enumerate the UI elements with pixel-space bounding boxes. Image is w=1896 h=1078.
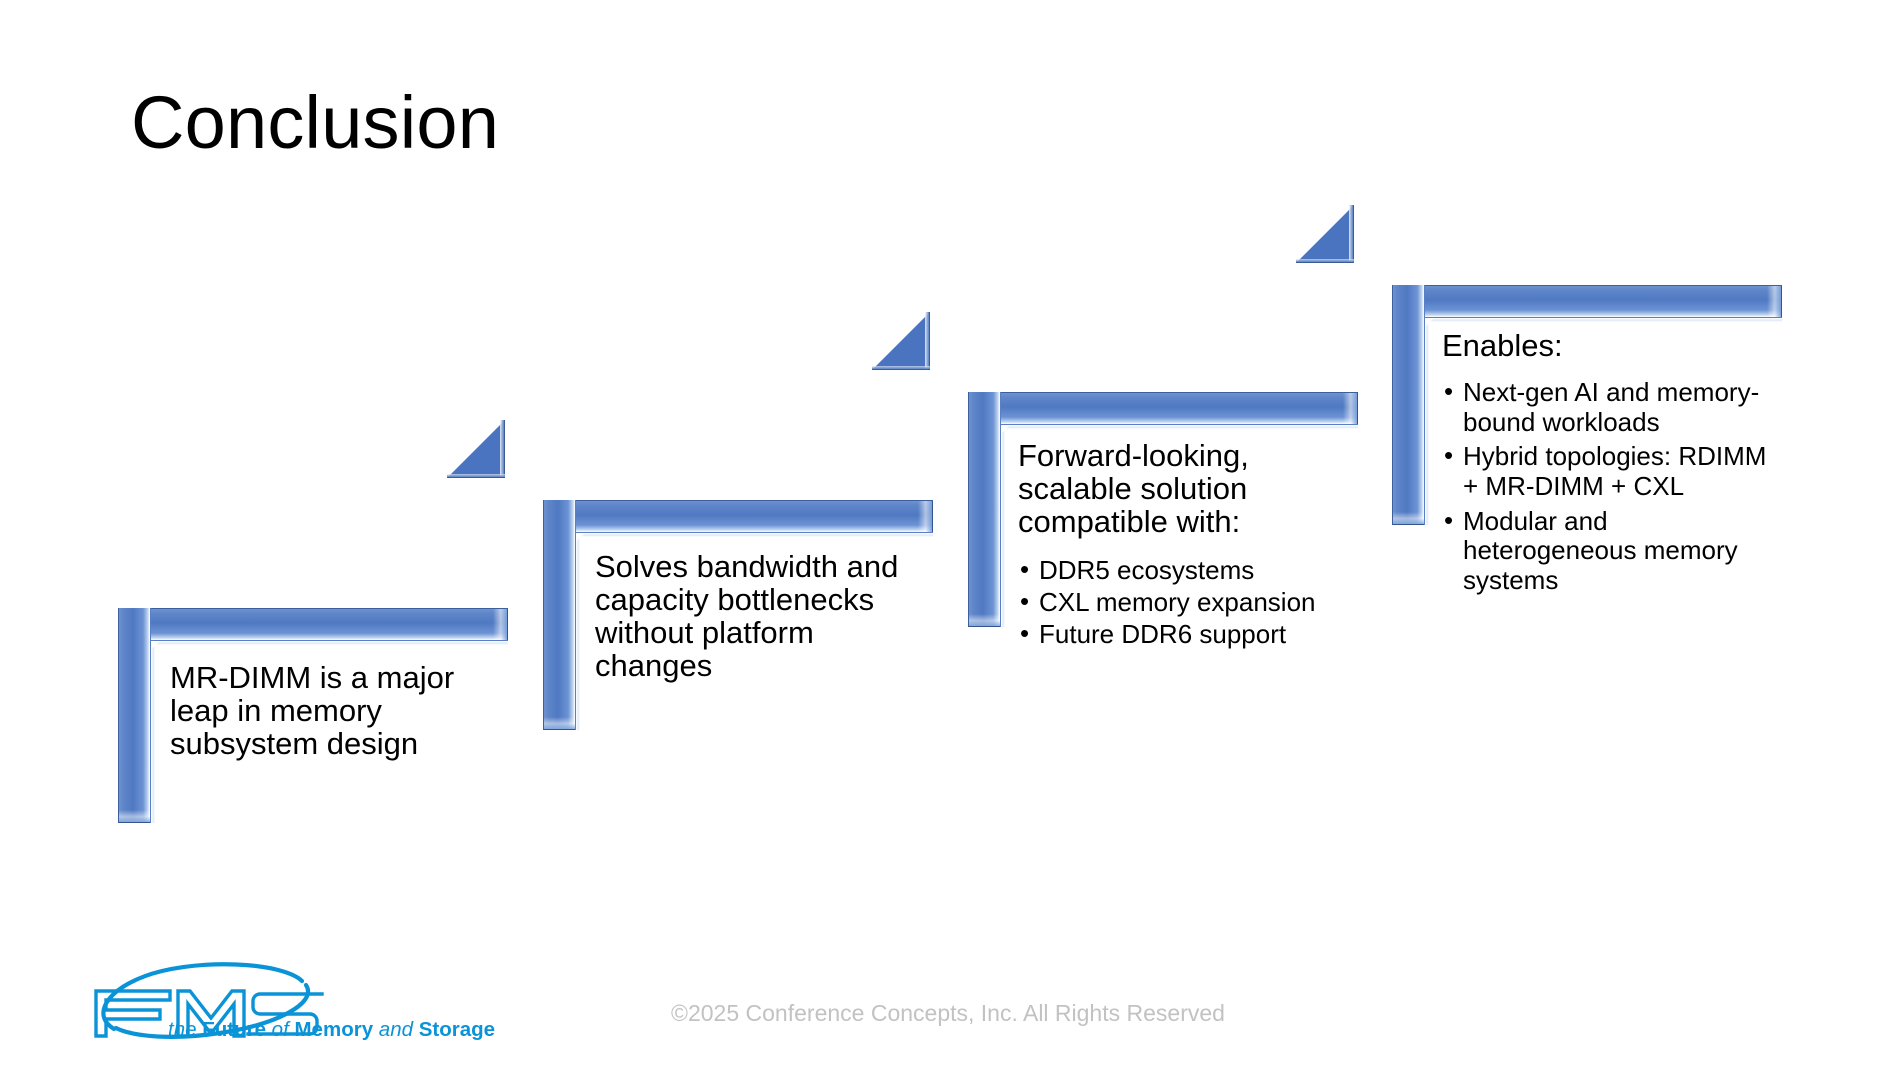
step-2-arrow-edge-right xyxy=(500,420,505,478)
step-1-top-bar xyxy=(118,608,508,641)
step-2-inner-edge-left xyxy=(576,537,580,730)
step-1-heading: MR-DIMM is a major leap in memory subsys… xyxy=(170,660,455,762)
list-item: Next-gen AI and memory-bound workloads xyxy=(1442,377,1782,437)
step-2-heading: Solves bandwidth and capacity bottleneck… xyxy=(595,549,899,684)
tagline-and: and xyxy=(373,1018,419,1041)
step-1-left-bar xyxy=(118,608,151,823)
step-3-heading: Forward-looking, scalable solution compa… xyxy=(1018,438,1249,540)
step-1-inner-edge-top xyxy=(155,641,508,645)
step-2-arrow-triangle xyxy=(447,420,505,478)
tagline-future: Future xyxy=(202,1018,266,1041)
step-3-arrow-edge-right xyxy=(925,312,930,370)
step-3-arrow-edge-bottom xyxy=(872,366,930,370)
step-3-left-bar xyxy=(968,392,1001,627)
fms-tagline: the Future of Memory and Storage xyxy=(168,1018,495,1042)
step-4-arrow-triangle xyxy=(1296,205,1354,263)
step-4-left-bar xyxy=(1392,285,1425,525)
list-item: Modular and heterogeneous memory systems xyxy=(1442,506,1782,596)
step-block-3[interactable]: Forward-looking, scalable solution compa… xyxy=(872,312,1358,648)
step-2-arrow-icon xyxy=(447,420,505,478)
step-block-2[interactable]: Solves bandwidth and capacity bottleneck… xyxy=(447,420,933,730)
step-1-body: MR-DIMM is a major leap in memory subsys… xyxy=(170,660,488,762)
fms-logo-icon xyxy=(94,962,324,1039)
step-4-arrow-icon xyxy=(1296,205,1354,263)
step-2-top-bar xyxy=(543,500,933,533)
step-2-left-bar xyxy=(543,500,576,730)
step-block-1[interactable]: MR-DIMM is a major leap in memory subsys… xyxy=(118,608,508,823)
step-3-inner-edge-top xyxy=(1005,425,1358,429)
step-1-inner-edge-left xyxy=(151,645,155,823)
step-4-body: Enables: Next-gen AI and memory-bound wo… xyxy=(1442,329,1782,596)
page-title: Conclusion xyxy=(131,81,500,164)
step-2-arrow-edge-bottom xyxy=(447,474,505,478)
list-item: Future DDR6 support xyxy=(1018,619,1358,650)
step-4-arrow-edge-right xyxy=(1349,205,1354,263)
step-2-body: Solves bandwidth and capacity bottleneck… xyxy=(595,550,925,683)
step-4-heading: Enables: xyxy=(1442,328,1563,363)
list-item: CXL memory expansion xyxy=(1018,587,1358,618)
step-3-arrow-triangle xyxy=(872,312,930,370)
step-4-inner-edge-left xyxy=(1425,322,1429,525)
list-item: Hybrid topologies: RDIMM + MR-DIMM + CXL xyxy=(1442,441,1782,501)
copyright-notice: ©2025 Conference Concepts, Inc. All Righ… xyxy=(671,1000,1225,1026)
step-3-inner-edge-left xyxy=(1001,429,1005,627)
step-2-inner-edge-top xyxy=(580,533,933,537)
step-4-inner-edge-top xyxy=(1429,318,1782,322)
step-3-bullet-list: DDR5 ecosystems CXL memory expansion Fut… xyxy=(1018,555,1358,650)
list-item: DDR5 ecosystems xyxy=(1018,555,1358,586)
tagline-the: the xyxy=(168,1018,203,1041)
step-3-top-bar xyxy=(968,392,1358,425)
tagline-storage: Storage xyxy=(418,1018,496,1041)
fms-logo xyxy=(78,955,478,1060)
tagline-of: of xyxy=(265,1018,295,1041)
step-3-body: Forward-looking, scalable solution compa… xyxy=(1018,439,1358,649)
step-4-bullet-list: Next-gen AI and memory-bound workloads H… xyxy=(1442,377,1782,596)
step-4-arrow-edge-bottom xyxy=(1296,259,1354,263)
step-3-arrow-icon xyxy=(872,312,930,370)
step-block-4[interactable]: Enables: Next-gen AI and memory-bound wo… xyxy=(1296,205,1782,595)
tagline-memory: Memory xyxy=(294,1018,374,1041)
step-4-top-bar xyxy=(1392,285,1782,318)
